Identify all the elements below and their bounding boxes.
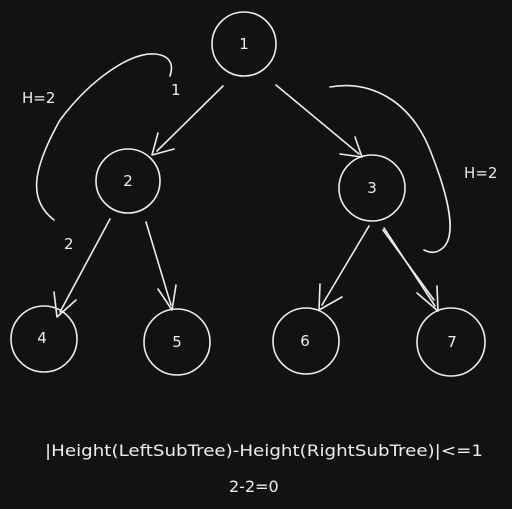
edge-1-2 [151,85,224,156]
edge-1-3 [275,84,363,158]
edge-2-4 [53,218,111,318]
balance-condition: |Height(LeftSubTree)-Height(RightSubTree… [45,441,483,460]
tree-node-1: 1 [211,11,277,77]
edge-3-7 [382,227,439,312]
edge-2-5 [145,221,177,311]
tree-node-7: 7 [416,307,486,377]
tree-node-3: 3 [338,154,406,222]
svg-text:2: 2 [123,172,133,190]
svg-text:1: 1 [239,35,249,53]
right-height-bracket [329,84,451,254]
svg-text:3: 3 [367,179,377,197]
tree-node-5: 5 [143,308,211,376]
svg-text:4: 4 [37,329,47,347]
edge-3-6 [318,225,370,311]
left-level-1-label: 1 [171,81,181,99]
left-height-bracket [35,53,173,221]
tree-edges [53,84,439,318]
tree-node-6: 6 [272,307,340,375]
svg-text:6: 6 [300,332,310,350]
right-height-label: H=2 [464,164,497,182]
svg-text:5: 5 [172,333,182,351]
svg-text:7: 7 [447,333,457,351]
left-height-label: H=2 [22,89,55,107]
tree-node-2: 2 [95,148,161,214]
left-level-2-label: 2 [64,235,74,253]
height-difference: 2-2=0 [229,477,279,496]
tree-node-4: 4 [10,305,78,373]
